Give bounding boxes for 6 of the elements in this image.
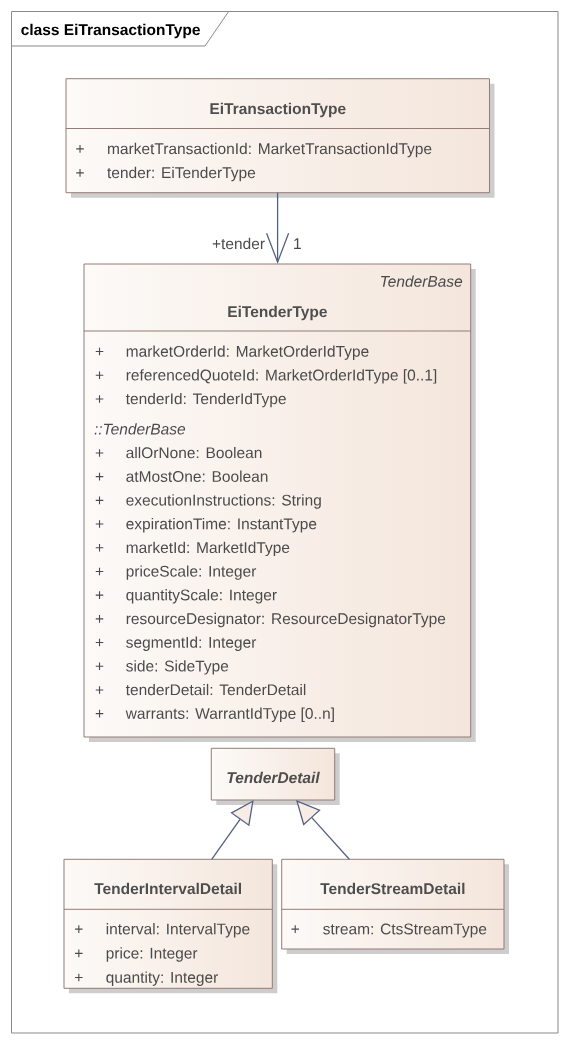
multiplicity-label: 1 — [294, 238, 301, 249]
generalization-arrow — [296, 800, 350, 860]
frame-tab: class EiTransactionType — [11, 11, 230, 47]
role-label: +tender — [212, 237, 265, 250]
generalization-arrow — [211, 800, 254, 860]
association-arrow — [265, 192, 290, 264]
